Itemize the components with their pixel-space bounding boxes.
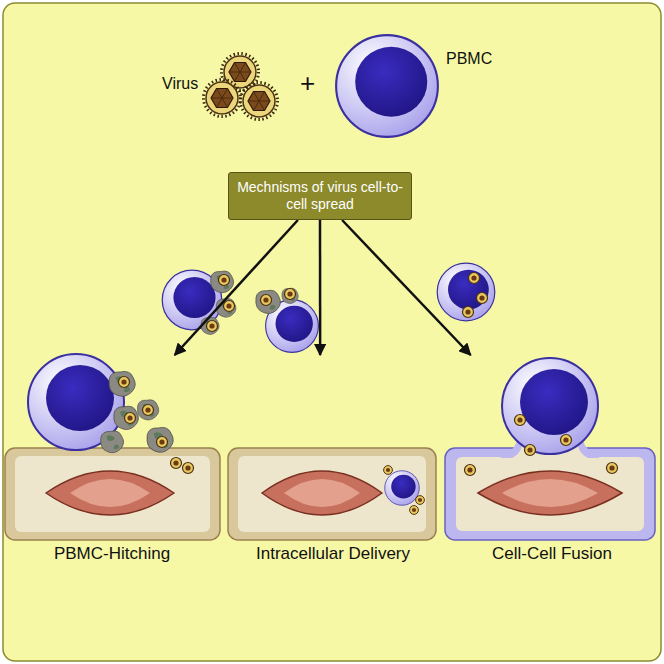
figure-label: Virus (162, 75, 198, 93)
illustration-part (525, 445, 536, 456)
pbmc-with-virus-clump (256, 288, 319, 352)
illustration-part (70, 479, 150, 507)
figure-label: PBMC (446, 50, 492, 68)
hitching-pbmc (28, 354, 194, 474)
arrow-connector (175, 220, 298, 355)
illustration-part (207, 321, 218, 332)
illustration-part (201, 317, 219, 334)
illustration-part (384, 466, 393, 475)
illustration-part (385, 471, 420, 506)
mechanism-panel: Cell-Cell Fusion (442, 355, 662, 568)
illustration-part (15, 456, 210, 532)
illustration-part (336, 35, 438, 137)
illustration-part (256, 290, 281, 313)
illustration-part (143, 405, 154, 416)
illustration-part (284, 479, 360, 507)
illustration-part (211, 271, 234, 293)
illustration-part (228, 448, 436, 540)
illustration-part (437, 263, 495, 321)
pbmc-with-internal-virus (437, 263, 495, 321)
illustration-part (502, 479, 598, 507)
illustration-part (285, 289, 296, 300)
arrow-connector (319, 220, 322, 355)
panel-caption: PBMC-Hitching (54, 544, 170, 564)
illustration-part (262, 471, 382, 515)
illustration-part (456, 457, 644, 531)
illustration-part (216, 299, 236, 318)
illustration-part (416, 496, 425, 505)
mechanism-panel: PBMC-Hitching (0, 355, 224, 568)
virus-cluster (204, 54, 278, 120)
illustration-part (502, 358, 598, 454)
illustration-part (469, 273, 480, 284)
illustration-part (515, 415, 526, 426)
illustration-part (261, 295, 272, 306)
fused-cell (445, 358, 655, 540)
illustration-part (241, 83, 278, 120)
illustration-part (463, 307, 474, 318)
illustration-part (5, 448, 220, 540)
illustration-part (147, 427, 173, 452)
host-cell-hitching (5, 448, 220, 540)
illustration-part (607, 463, 618, 474)
pbmc-cell (336, 35, 438, 137)
illustration-part (125, 413, 136, 424)
pbmc-with-surface-virus (162, 270, 236, 334)
illustration-part (183, 463, 194, 474)
illustration-part (114, 406, 139, 429)
illustration-part (561, 435, 572, 446)
process-box: Mechnisms of virus cell-to-cell spread (228, 172, 412, 220)
mechanism-panel: Intracellular Delivery (226, 355, 440, 568)
illustration-part (465, 465, 476, 476)
panel-caption: Intracellular Delivery (256, 544, 410, 564)
illustration-part (238, 456, 426, 532)
illustration-part (119, 377, 130, 388)
illustration-part (171, 458, 182, 469)
arrow-connector (342, 220, 471, 355)
illustration-part (477, 293, 488, 304)
illustration-part (282, 288, 298, 304)
panel-caption: Cell-Cell Fusion (492, 544, 612, 564)
figure-label: + (300, 68, 315, 99)
illustration-part (101, 431, 124, 453)
illustration-part (137, 400, 158, 420)
illustration-part (157, 437, 168, 448)
box-label: Mechnisms of virus cell-to-cell spread (237, 179, 403, 213)
host-cell-delivery (228, 448, 436, 540)
illustration-part (3, 3, 661, 661)
illustration-part (478, 471, 622, 515)
illustration-part (204, 80, 241, 117)
illustration-part (109, 371, 135, 396)
illustration-part (445, 448, 655, 540)
illustration-part (219, 275, 230, 286)
illustration-part (410, 506, 419, 515)
illustration-part (224, 301, 235, 312)
illustration-part (46, 471, 174, 515)
